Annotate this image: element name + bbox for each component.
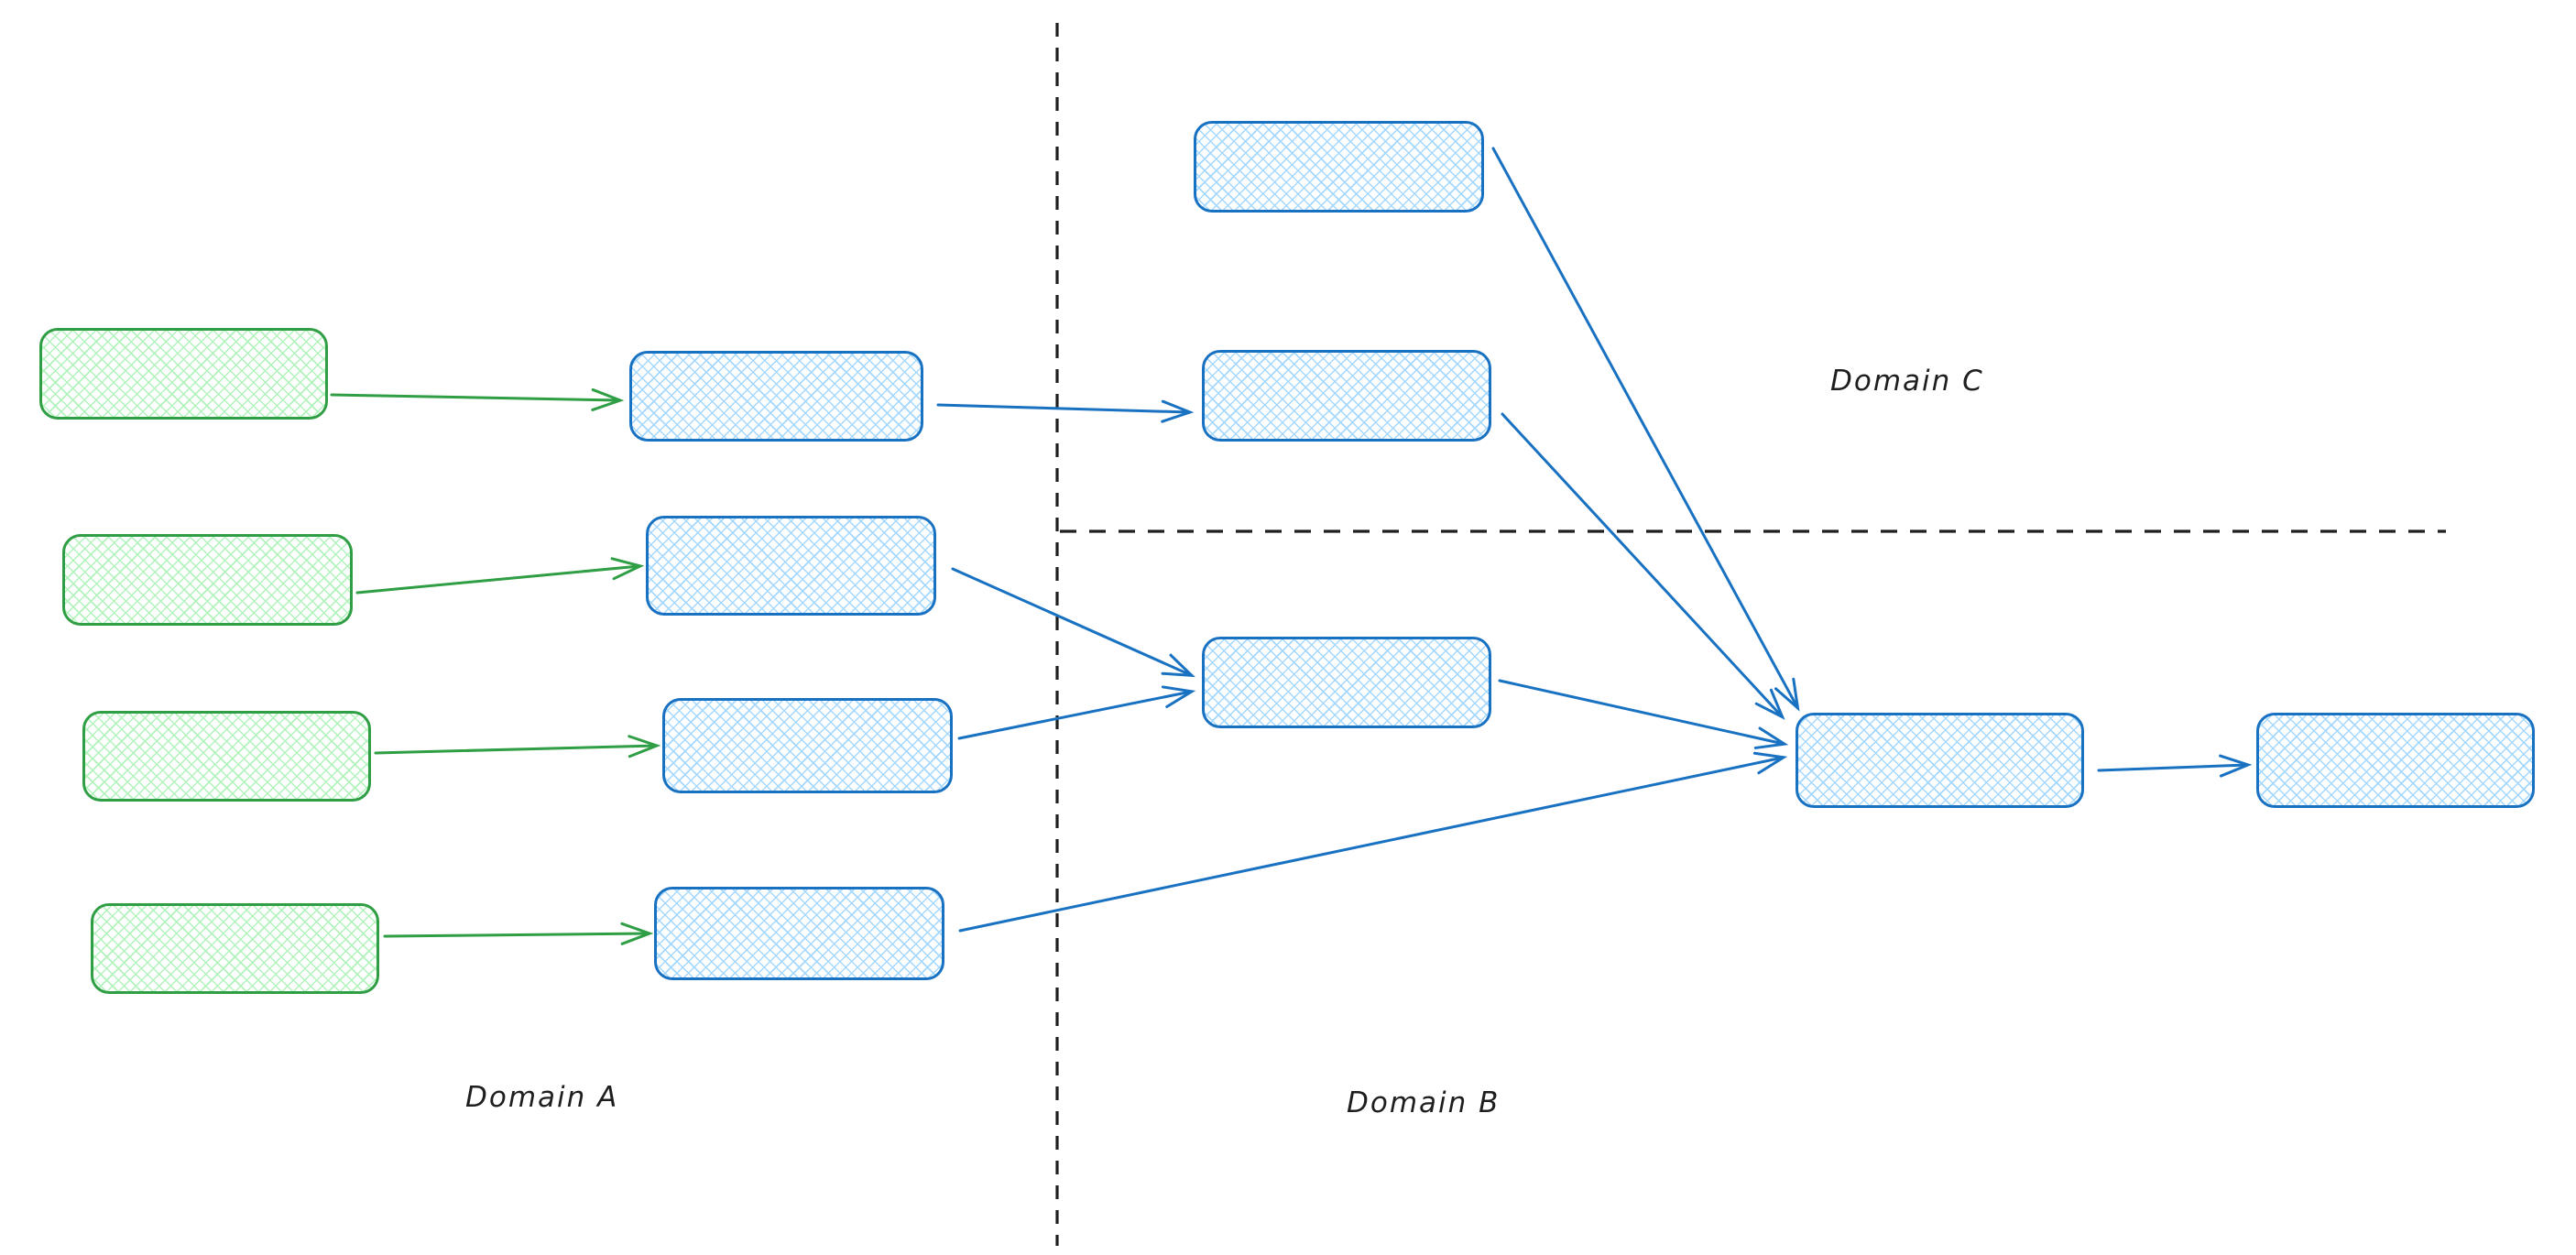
arrow-green-4-to-blue-a4[interactable]	[383, 922, 654, 945]
node-end[interactable]	[2256, 713, 2535, 808]
label-domain-b[interactable]: Domain B	[1347, 1086, 1501, 1119]
node-green-2[interactable]	[62, 534, 353, 626]
node-blue-c1[interactable]	[1194, 121, 1484, 213]
node-hub[interactable]	[1796, 713, 2084, 808]
arrow-green-3-to-blue-a3[interactable]	[374, 735, 661, 758]
node-green-4[interactable]	[91, 903, 379, 994]
node-green-3[interactable]	[82, 711, 371, 802]
arrow-blue-a4-to-hub[interactable]	[958, 751, 1788, 933]
node-blue-a3[interactable]	[662, 698, 953, 793]
label-domain-c[interactable]: Domain C	[1830, 365, 1984, 398]
node-blue-a2[interactable]	[646, 516, 936, 616]
node-blue-a4[interactable]	[654, 887, 944, 980]
arrow-green-1-to-blue-a1[interactable]	[330, 387, 625, 411]
node-green-1[interactable]	[39, 328, 328, 420]
arrow-blue-c1-to-hub[interactable]	[1491, 147, 1800, 712]
arrow-hub-to-end[interactable]	[2097, 754, 2253, 778]
arrow-blue-a2-to-blue-b1[interactable]	[951, 567, 1195, 678]
arrow-blue-b1-to-hub[interactable]	[1498, 679, 1789, 749]
arrow-blue-a1-to-blue-c2[interactable]	[936, 399, 1195, 423]
arrow-green-2-to-blue-a2[interactable]	[355, 557, 645, 595]
arrow-blue-a3-to-blue-b1[interactable]	[957, 685, 1196, 740]
arrow-blue-c2-to-hub[interactable]	[1501, 412, 1785, 720]
label-domain-a[interactable]: Domain A	[465, 1081, 619, 1114]
node-blue-b1[interactable]	[1202, 637, 1491, 728]
node-blue-c2[interactable]	[1202, 350, 1491, 442]
node-blue-a1[interactable]	[629, 351, 923, 442]
